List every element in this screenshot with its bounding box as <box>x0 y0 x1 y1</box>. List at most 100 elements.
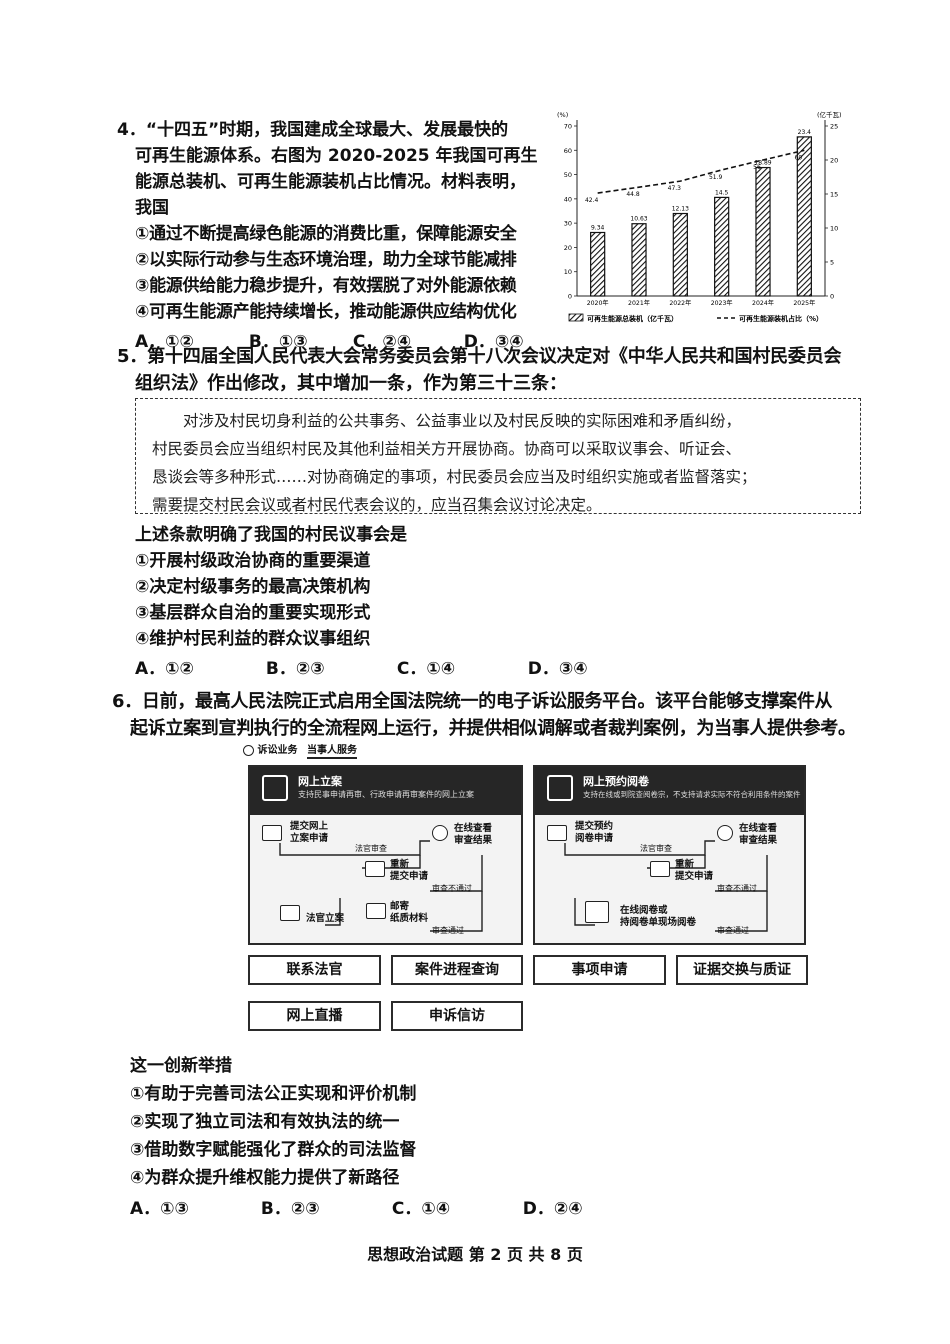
bar-2024年 <box>755 166 771 297</box>
left-tick-label: 70 <box>564 123 572 131</box>
q5-question-stem: 上述条款明确了我国的村民议事会是 <box>135 525 407 545</box>
q6-item-4: ④为群众提升维权能力提供了新路径 <box>130 1168 400 1188</box>
left-tick-label: 20 <box>564 244 572 252</box>
q5-quote-box: 对涉及村民切身利益的公共事务、公益事业以及村民反映的实际困难和矛盾纠纷， 村民委… <box>135 398 861 514</box>
q6-option-b[interactable]: B．②③ <box>260 1199 320 1219</box>
q6-option-d[interactable]: D．②④ <box>522 1199 583 1219</box>
x-tick-label: 2024年 <box>752 299 774 307</box>
right-tick-label: 10 <box>830 225 838 233</box>
resubmit-step: 重新 提交申请 <box>390 859 429 882</box>
tab-litigation[interactable]: 诉讼业务 <box>257 745 298 756</box>
platform-tabs: 诉讼业务 当事人服务 <box>243 741 357 759</box>
q6-item-1: ①有助于完善司法公正实现和评价机制 <box>130 1084 417 1104</box>
monitor-document-icon <box>547 775 573 801</box>
tab-party-service[interactable]: 当事人服务 <box>306 745 357 759</box>
bar-value-label: 23.4 <box>798 129 812 136</box>
line-value-label: 56 <box>753 164 761 171</box>
line-value-label: 42.4 <box>585 197 599 204</box>
matter-application-button[interactable]: 事项申请 <box>533 955 666 985</box>
resubmit-icon <box>365 861 385 877</box>
q5-quote-line-3: 恳谈会等多种形式……对协商确定的事项，村民委员会应当及时组织实施或者监督落实； <box>152 468 757 486</box>
q5-option-c[interactable]: C．①④ <box>396 659 456 679</box>
q6-options: A．①③ B．②③ C．①④ D．②④ <box>130 1194 583 1219</box>
q4-item-1: ①通过不断提高绿色能源的消费比重，保障能源安全 <box>135 224 517 244</box>
review-passed-step-right: 审查通过 <box>717 926 749 935</box>
q5-option-b[interactable]: B．②③ <box>265 659 325 679</box>
online-reading-title: 网上预约阅卷 <box>583 775 649 788</box>
q5-quote-line-4: 需要提交村民会议或者村民代表会议的，应当召集会议讨论决定。 <box>152 496 602 514</box>
gavel-icon <box>243 744 254 756</box>
q4-item-4: ④可再生能源产能持续增长，推动能源供应结构优化 <box>135 302 517 322</box>
q4-option-b[interactable]: B．①③ <box>248 332 308 352</box>
review-failed-step-right: 审查不通过 <box>717 884 757 893</box>
q5-option-a[interactable]: A．①② <box>135 659 194 679</box>
left-tick-label: 50 <box>564 171 572 179</box>
online-reading-panel: 网上预约阅卷 支持在线或到院查阅卷宗，不支持请求实际不符合利用条件的案件 提交预… <box>533 765 806 945</box>
q4-option-a[interactable]: A．①② <box>135 332 194 352</box>
bar-2025年 <box>796 136 812 297</box>
online-filing-panel: 网上立案 支持民事申请再审、行政申请再审案件的网上立案 提交网上 立案申请 法官… <box>248 765 523 945</box>
monitor-edit-icon <box>262 775 288 801</box>
mail-icon <box>366 903 386 919</box>
right-tick-label: 0 <box>830 293 834 301</box>
q5-options: A．①② B．②③ C．①④ D．③④ <box>135 654 588 679</box>
bar-value-label: 9.34 <box>591 224 605 231</box>
q5-quote-line-2: 村民委员会应当组织村民及其他利益相关方开展协商。协商可以采取议事会、听证会、 <box>152 440 742 458</box>
online-reading-subtitle: 支持在线或到院查阅卷宗，不支持请求实际不符合利用条件的案件 <box>583 790 801 799</box>
case-progress-button[interactable]: 案件进程查询 <box>391 955 523 985</box>
petition-button[interactable]: 申诉信访 <box>391 1001 523 1031</box>
judge-review-step-right: 法官审查 <box>640 844 672 853</box>
online-filing-flow-lines <box>279 840 483 932</box>
right-tick-label: 15 <box>830 191 838 199</box>
line-value-label: 47.3 <box>668 185 682 192</box>
q5-quote-line-1: 对涉及村民切身利益的公共事务、公益事业以及村民反映的实际困难和矛盾纠纷， <box>183 412 742 430</box>
submit-reading-icon <box>547 825 567 841</box>
resubmit-icon-right <box>650 861 670 877</box>
review-passed-step: 审查通过 <box>432 926 464 935</box>
q5-option-d[interactable]: D．③④ <box>527 659 588 679</box>
left-tick-label: 0 <box>568 293 572 301</box>
submit-filing-step: 提交网上 立案申请 <box>290 821 329 844</box>
q4-option-d[interactable]: D．③④ <box>463 332 524 352</box>
right-tick-label: 20 <box>830 157 838 165</box>
q4-option-c[interactable]: C．②④ <box>352 332 412 352</box>
mail-materials-step: 邮寄 纸质材料 <box>390 901 429 924</box>
q4-item-2: ②以实际行动参与生态环境治理，助力全球节能减排 <box>135 250 517 270</box>
bar-value-label: 14.5 <box>715 189 729 196</box>
online-filing-title: 网上立案 <box>298 775 342 788</box>
left-tick-label: 10 <box>564 268 572 276</box>
q5-item-2: ②决定村级事务的最高决策机构 <box>135 577 371 597</box>
q6-item-3: ③借助数字赋能强化了群众的司法监督 <box>130 1140 417 1160</box>
q6-option-a[interactable]: A．①③ <box>130 1199 189 1219</box>
q4-block: 4．“十四五”时期，我国建成全球最大、发展最快的 可再生能源体系。右图为 202… <box>117 117 557 352</box>
online-view-step-right: 在线查看 审查结果 <box>739 823 778 846</box>
online-view-step: 在线查看 审查结果 <box>454 823 493 846</box>
bar-value-label: 10.63 <box>630 216 647 223</box>
bar-value-label: 12.13 <box>672 206 689 213</box>
evidence-exchange-button[interactable]: 证据交换与质证 <box>676 955 808 985</box>
legend-line-label: 可再生能源装机占比（%） <box>739 314 823 323</box>
right-tick-label: 5 <box>830 259 834 267</box>
search-icon-right <box>717 825 733 841</box>
search-icon <box>432 825 448 841</box>
live-broadcast-button[interactable]: 网上直播 <box>248 1001 381 1031</box>
line-value-label: 60 <box>795 154 803 161</box>
left-tick-label: 40 <box>564 195 572 203</box>
contact-judge-button[interactable]: 联系法官 <box>248 955 381 985</box>
share-line <box>597 149 805 194</box>
q4-stem-line-1: 4．“十四五”时期，我国建成全球最大、发展最快的 <box>117 120 509 140</box>
q6-option-c[interactable]: C．①④ <box>391 1199 451 1219</box>
online-read-step: 在线阅卷或 持阅卷单现场阅卷 <box>620 905 697 928</box>
bar-2023年 <box>714 196 730 297</box>
q6-item-2: ②实现了独立司法和有效执法的统一 <box>130 1112 400 1132</box>
legend-bar-swatch <box>568 313 584 322</box>
bar-2020年 <box>590 231 606 297</box>
legend-bar-label: 可再生能源总装机（亿千瓦） <box>587 314 678 323</box>
q5-stem-line-2: 组织法》作出修改，其中增加一条，作为第三十三条： <box>135 373 567 394</box>
q4-stem-line-3: 能源总装机、可再生能源装机占比情况。材料表明， <box>135 172 526 192</box>
online-filing-header: 网上立案 支持民事申请再审、行政申请再审案件的网上立案 <box>250 767 521 815</box>
left-tick-label: 60 <box>564 147 572 155</box>
q6-question-stem: 这一创新举措 <box>130 1056 232 1076</box>
q5-answer-block: 上述条款明确了我国的村民议事会是 ①开展村级政治协商的重要渠道 ②决定村级事务的… <box>135 522 588 679</box>
